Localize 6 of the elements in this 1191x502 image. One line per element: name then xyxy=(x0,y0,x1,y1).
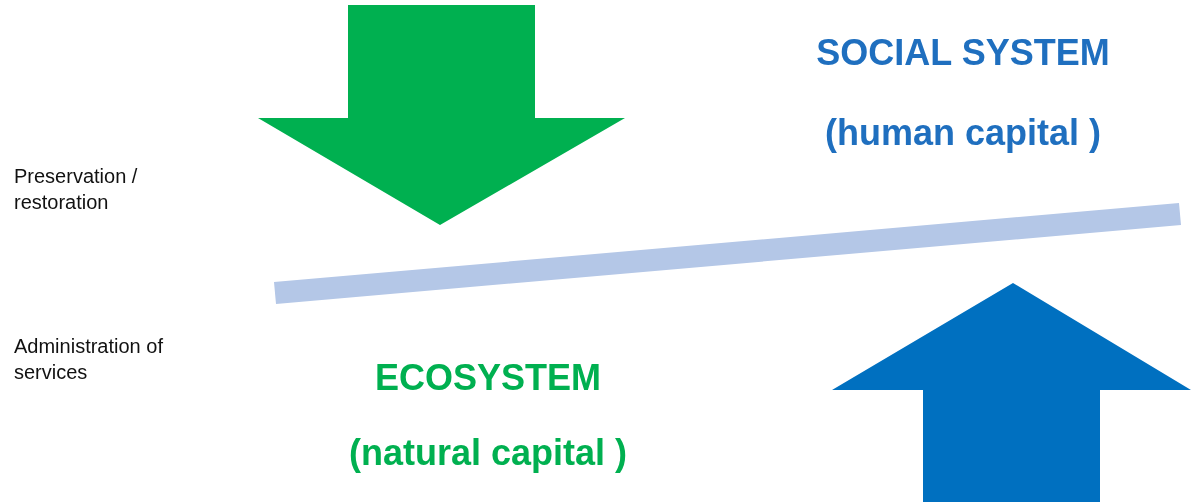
side-note: Preservation / restoration xyxy=(14,164,139,215)
system-title: SOCIAL SYSTEM xyxy=(815,32,1111,74)
system-subtitle: (human capital ) xyxy=(824,112,1102,154)
system-title: ECOSYSTEM xyxy=(373,357,602,399)
system-subtitle: (natural capital ) xyxy=(347,432,629,474)
side-note: Administration of services xyxy=(14,334,164,385)
